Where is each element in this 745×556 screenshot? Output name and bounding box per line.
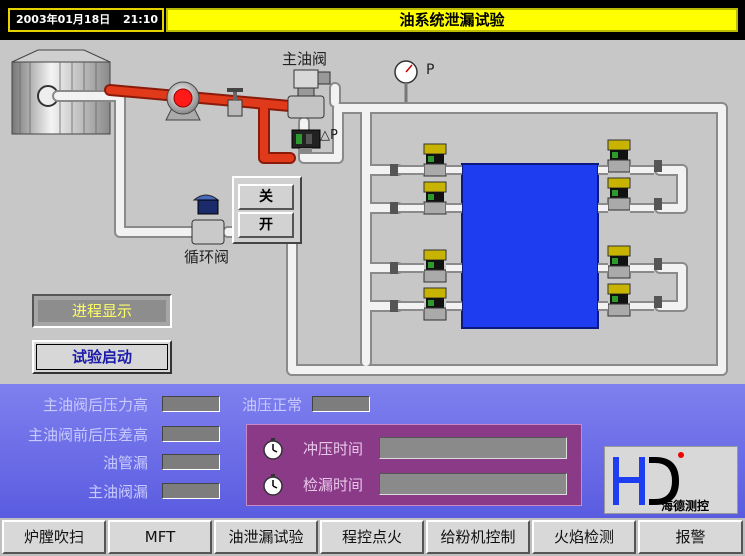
timer-row: 检漏时间 xyxy=(261,471,571,499)
leak-check-time-value xyxy=(379,473,567,495)
valve-open-button[interactable]: 开 xyxy=(238,212,294,238)
active-pipes xyxy=(106,86,294,162)
bottom-nav: 炉膛吹扫 MFT 油泄漏试验 程控点火 给粉机控制 火焰检测 报警 xyxy=(0,518,745,556)
dp-label: △P xyxy=(320,128,338,143)
burner-valve-icon xyxy=(423,181,447,215)
status-panel: 主油阀后压力高 主油阀前后压差高 油管漏 主油阀漏 油压正常 冲压时间 xyxy=(0,384,745,518)
hd-logo-icon xyxy=(613,452,684,505)
burner-valve-icon xyxy=(607,245,631,279)
alarm-label: 主油阀后压力高 xyxy=(42,396,148,414)
alarm-label: 油管漏 xyxy=(102,454,148,472)
burner-valve-icon xyxy=(423,287,447,321)
dp-transmitter-icon xyxy=(291,129,321,154)
alarm-label: 主油阀漏 xyxy=(87,483,148,501)
main-oil-valve-icon xyxy=(287,69,331,119)
alarm-label: 主油阀前后压差高 xyxy=(27,426,148,444)
alarm-indicator xyxy=(162,483,220,499)
date-text: 2003年01月18日 xyxy=(16,13,111,26)
supply-valve-icon xyxy=(227,88,243,117)
oil-pressure-indicator xyxy=(312,396,370,412)
oil-pressure-normal-label: 油压正常 xyxy=(242,396,303,414)
impulse-time-label: 冲压时间 xyxy=(303,440,364,458)
process-display-panel: 进程显示 xyxy=(32,294,172,328)
nav-item-furnace-purge[interactable]: 炉膛吹扫 xyxy=(2,520,106,554)
process-diagram: 主油阀 P △P 循环阀 关 开 进程显示 试验启动 xyxy=(0,40,745,384)
nav-item-oil-leak-test[interactable]: 油泄漏试验 xyxy=(214,520,318,554)
burner-valves-right xyxy=(598,139,662,317)
valve-close-button[interactable]: 关 xyxy=(238,184,294,210)
furnace-block xyxy=(461,163,599,329)
alarm-indicator xyxy=(162,396,220,412)
burner-valve-icon xyxy=(607,177,631,211)
start-test-label: 试验启动 xyxy=(36,344,168,370)
nav-item-mft[interactable]: MFT xyxy=(108,520,212,554)
nav-item-alarm[interactable]: 报警 xyxy=(638,520,743,554)
recirc-valve-icon xyxy=(191,194,225,245)
leak-check-time-label: 检漏时间 xyxy=(303,476,364,494)
burner-valve-icon xyxy=(423,249,447,283)
clock-icon xyxy=(263,438,283,460)
burner-valve-icon xyxy=(607,283,631,317)
pipe-network xyxy=(11,49,728,376)
page-title: 油系统泄漏试验 xyxy=(166,8,738,32)
nav-item-auto-ignition[interactable]: 程控点火 xyxy=(320,520,424,554)
datetime-display: 2003年01月18日 21:10 xyxy=(8,8,164,32)
nav-item-flame-detection[interactable]: 火焰检测 xyxy=(532,520,636,554)
time-text: 21:10 xyxy=(122,13,158,26)
timer-row: 冲压时间 xyxy=(261,435,571,463)
burner-valves-left xyxy=(390,143,462,321)
alarm-indicator xyxy=(162,426,220,442)
pressure-gauge-icon xyxy=(394,60,418,102)
pressure-label: P xyxy=(426,62,435,78)
main-oil-valve-label: 主油阀 xyxy=(282,50,328,68)
timer-panel: 冲压时间 检漏时间 xyxy=(246,424,582,506)
burner-valve-icon xyxy=(423,143,447,177)
clock-icon xyxy=(263,474,283,496)
recirc-valve-label: 循环阀 xyxy=(184,248,230,266)
title-bar: 2003年01月18日 21:10 油系统泄漏试验 xyxy=(0,0,745,40)
burner-valve-icon xyxy=(607,139,631,173)
impulse-time-value xyxy=(379,437,567,459)
pump-icon xyxy=(165,81,201,121)
start-test-button[interactable]: 试验启动 xyxy=(32,340,172,374)
logo-text: 海德测控 xyxy=(661,499,710,513)
company-logo: 海德测控 xyxy=(604,446,738,514)
nav-item-feeder-control[interactable]: 给粉机控制 xyxy=(426,520,530,554)
process-display-label: 进程显示 xyxy=(38,300,166,322)
alarm-indicator xyxy=(162,454,220,470)
